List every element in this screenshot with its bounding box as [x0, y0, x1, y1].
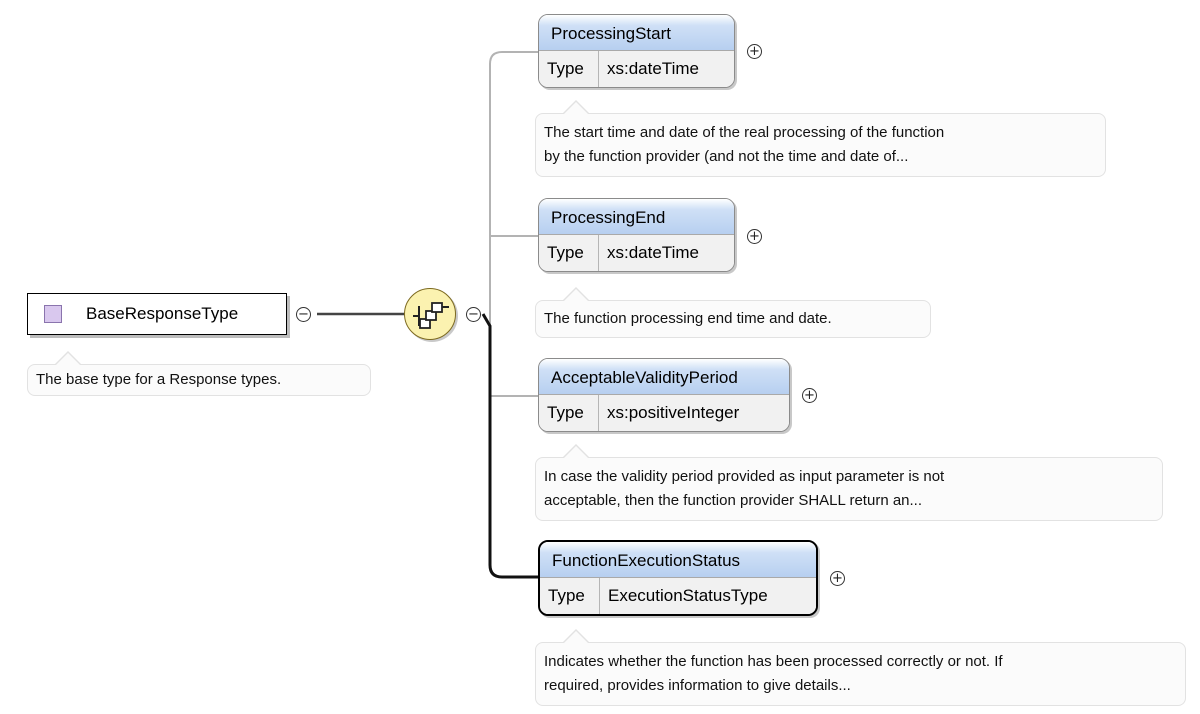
annotation-line: required, provides information to give d…: [544, 677, 851, 694]
expand-toggle-function-execution-status[interactable]: +: [830, 571, 845, 586]
annotation-line: by the function provider (and not the ti…: [544, 148, 909, 165]
element-name: ProcessingStart: [539, 15, 734, 51]
element-type-row: Type xs:dateTime: [539, 235, 734, 271]
type-key-label: Type: [540, 578, 600, 614]
annotation-function-execution-status: Indicates whether the function has been …: [535, 629, 1186, 706]
element-name: ProcessingEnd: [539, 199, 734, 235]
type-key-label: Type: [539, 51, 599, 87]
sequence-icon: [413, 302, 449, 329]
annotation-line: The start time and date of the real proc…: [544, 124, 945, 141]
annotation-line: acceptable, then the function provider S…: [544, 492, 923, 509]
element-type-row: Type xs:positiveInteger: [539, 395, 789, 431]
type-value: xs:dateTime: [607, 243, 699, 262]
annotation-processing-end: The function processing end time and dat…: [535, 287, 931, 338]
annotation-processing-start: The start time and date of the real proc…: [535, 100, 1106, 177]
type-key-label: Type: [539, 235, 599, 271]
type-value: xs:positiveInteger: [607, 403, 740, 422]
root-annotation-text: The base type for a Response types.: [36, 371, 282, 388]
sequence-collapse-toggle[interactable]: −: [466, 307, 481, 322]
root-collapse-toggle[interactable]: −: [296, 307, 311, 322]
element-box-processing-end[interactable]: ProcessingEnd Type xs:dateTime: [538, 198, 735, 272]
expand-toggle-acceptable-validity-period[interactable]: +: [802, 388, 817, 403]
element-box-function-execution-status[interactable]: FunctionExecutionStatus Type ExecutionSt…: [538, 540, 818, 616]
complex-type-icon: [44, 305, 62, 323]
element-box-acceptable-validity-period[interactable]: AcceptableValidityPeriod Type xs:positiv…: [538, 358, 790, 432]
expand-toggle-processing-start[interactable]: +: [747, 44, 762, 59]
root-type-box[interactable]: BaseResponseType: [27, 293, 287, 335]
type-key-label: Type: [539, 395, 599, 431]
type-value: xs:dateTime: [607, 59, 699, 78]
element-type-row: Type xs:dateTime: [539, 51, 734, 87]
type-value: ExecutionStatusType: [608, 586, 768, 605]
branch-processing-start: [489, 51, 540, 327]
annotation-line: In case the validity period provided as …: [544, 468, 945, 485]
annotation-line: The function processing end time and dat…: [544, 310, 832, 327]
element-type-row: Type ExecutionStatusType: [540, 578, 816, 614]
root-annotation: The base type for a Response types.: [27, 351, 371, 396]
annotation-acceptable-validity-period: In case the validity period provided as …: [535, 444, 1163, 521]
element-box-processing-start[interactable]: ProcessingStart Type xs:dateTime: [538, 14, 735, 88]
element-name: FunctionExecutionStatus: [540, 542, 816, 578]
branch-function-execution-status: [481, 313, 540, 579]
element-name: AcceptableValidityPeriod: [539, 359, 789, 395]
sequence-compositor[interactable]: [404, 288, 456, 340]
root-type-name: BaseResponseType: [86, 304, 239, 323]
annotation-line: Indicates whether the function has been …: [544, 653, 1003, 670]
expand-toggle-processing-end[interactable]: +: [747, 229, 762, 244]
